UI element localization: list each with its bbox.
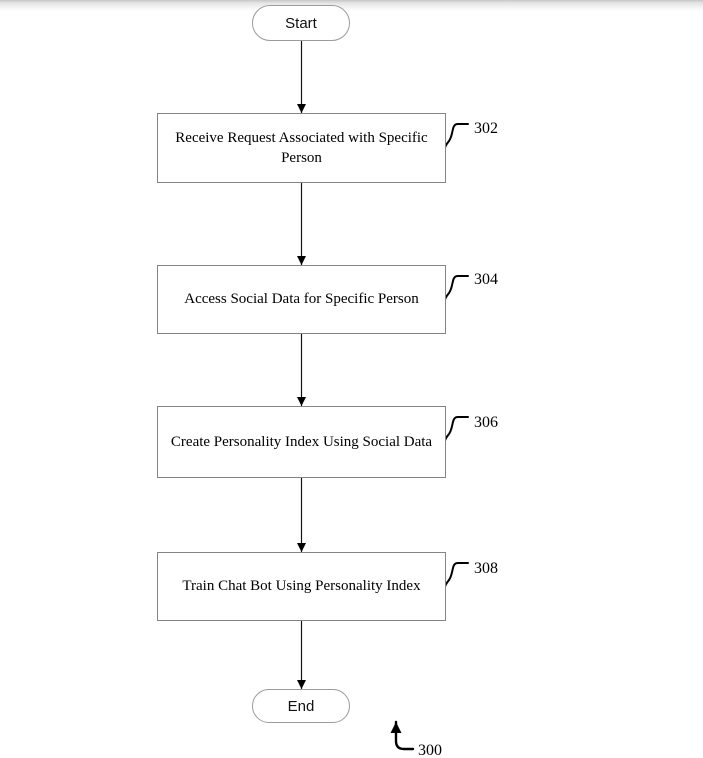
- step-box-304: Access Social Data for Specific Person: [157, 265, 446, 334]
- step-box-302-text: Receive Request Associated with Specific…: [175, 129, 428, 166]
- step-ref-302: 302: [474, 120, 498, 137]
- start-terminal: Start: [252, 5, 350, 41]
- start-terminal-label: Start: [285, 14, 317, 32]
- lead-line-304: [443, 275, 469, 306]
- end-terminal: End: [252, 689, 350, 723]
- step-box-308-text: Train Chat Bot Using Personality Index: [182, 578, 421, 595]
- step-box-306: Create Personality Index Using Social Da…: [157, 406, 446, 478]
- step-box-302: Receive Request Associated with Specific…: [157, 113, 446, 183]
- lead-line-306: [443, 416, 469, 447]
- figure-number: 300: [418, 742, 442, 758]
- step-ref-304: 304: [474, 271, 498, 288]
- lead-line-302: [443, 123, 469, 154]
- step-box-306-text: Create Personality Index Using Social Da…: [170, 433, 433, 450]
- step-box-308: Train Chat Bot Using Personality Index: [157, 552, 446, 621]
- lead-line-308: [443, 562, 469, 593]
- end-terminal-label: End: [287, 697, 315, 715]
- figure-number-arrow: [390, 720, 415, 751]
- step-ref-308: 308: [474, 560, 498, 577]
- step-box-304-text: Access Social Data for Specific Person: [184, 291, 419, 308]
- step-ref-306: 306: [474, 414, 498, 431]
